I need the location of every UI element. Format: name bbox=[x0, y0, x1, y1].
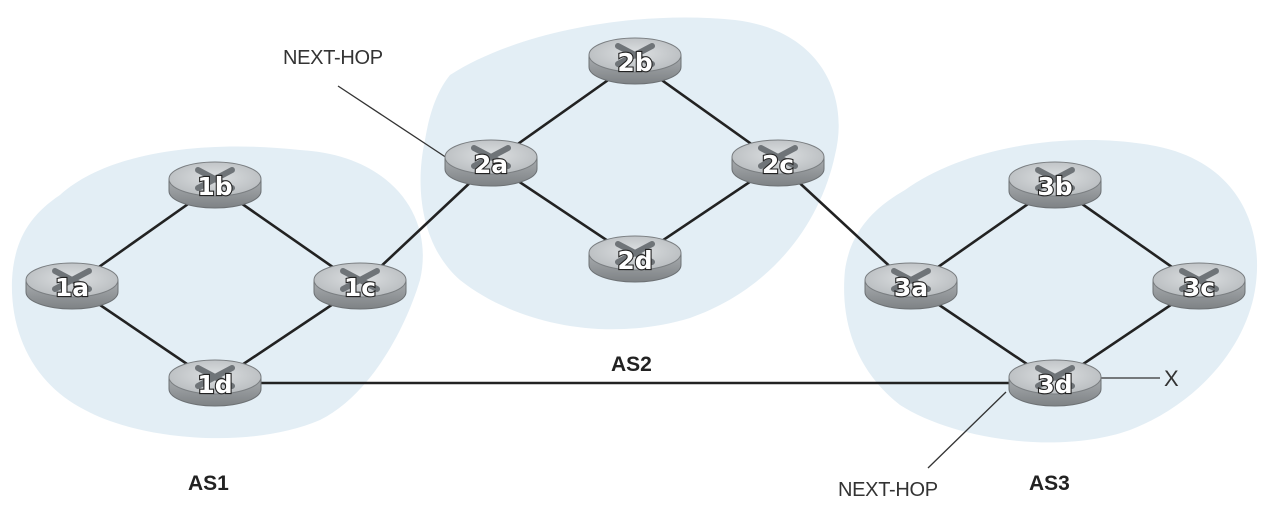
router-label: 1c bbox=[344, 273, 376, 302]
router-1a: 1a bbox=[25, 262, 119, 310]
router-2a: 2a bbox=[444, 139, 538, 187]
router-label: 1b bbox=[197, 172, 232, 201]
router-3d: 3d bbox=[1008, 359, 1102, 407]
router-3c: 3c bbox=[1152, 262, 1246, 310]
router-2b: 2b bbox=[588, 37, 682, 85]
router-x-icon bbox=[1035, 365, 1075, 389]
router-x-icon bbox=[615, 241, 655, 265]
as3-region bbox=[844, 140, 1258, 443]
router-1c: 1c bbox=[313, 262, 407, 310]
router-2d: 2d bbox=[588, 235, 682, 283]
router-x-icon bbox=[615, 43, 655, 67]
destination-prefix-label: X bbox=[1164, 366, 1179, 391]
router-label: 1a bbox=[55, 273, 89, 302]
router-x-icon bbox=[1035, 167, 1075, 191]
router-x-icon bbox=[1179, 268, 1219, 292]
as-label-as3: AS3 bbox=[1029, 472, 1070, 495]
router-3a: 3a bbox=[864, 262, 958, 310]
router-label: 3b bbox=[1037, 172, 1072, 201]
router-label: 1d bbox=[197, 370, 232, 399]
next-hop-label-top: NEXT-HOP bbox=[283, 47, 383, 69]
router-x-icon bbox=[758, 145, 798, 169]
router-label: 3c bbox=[1183, 273, 1215, 302]
router-label: 2d bbox=[617, 246, 652, 275]
router-2c: 2c bbox=[731, 139, 825, 187]
router-x-icon bbox=[471, 145, 511, 169]
as-label-as1: AS1 bbox=[188, 472, 229, 495]
router-x-icon bbox=[195, 167, 235, 191]
next-hop-top-leader bbox=[337, 85, 448, 159]
router-x-icon bbox=[52, 268, 92, 292]
as1-region bbox=[11, 146, 423, 439]
router-3b: 3b bbox=[1008, 161, 1102, 209]
router-label: 2c bbox=[762, 150, 794, 179]
router-1b: 1b bbox=[168, 161, 262, 209]
router-label: 2a bbox=[474, 150, 508, 179]
next-hop-bottom-leader bbox=[927, 391, 1007, 469]
router-x-icon bbox=[891, 268, 931, 292]
router-1d: 1d bbox=[168, 359, 262, 407]
next-hop-label-bottom: NEXT-HOP bbox=[838, 479, 938, 501]
router-label: 2b bbox=[617, 48, 652, 77]
router-label: 3d bbox=[1037, 370, 1072, 399]
router-label: 3a bbox=[894, 273, 928, 302]
as2-region bbox=[420, 17, 839, 330]
router-x-icon bbox=[195, 365, 235, 389]
router-x-icon bbox=[340, 268, 380, 292]
as-label-as2: AS2 bbox=[611, 353, 652, 376]
